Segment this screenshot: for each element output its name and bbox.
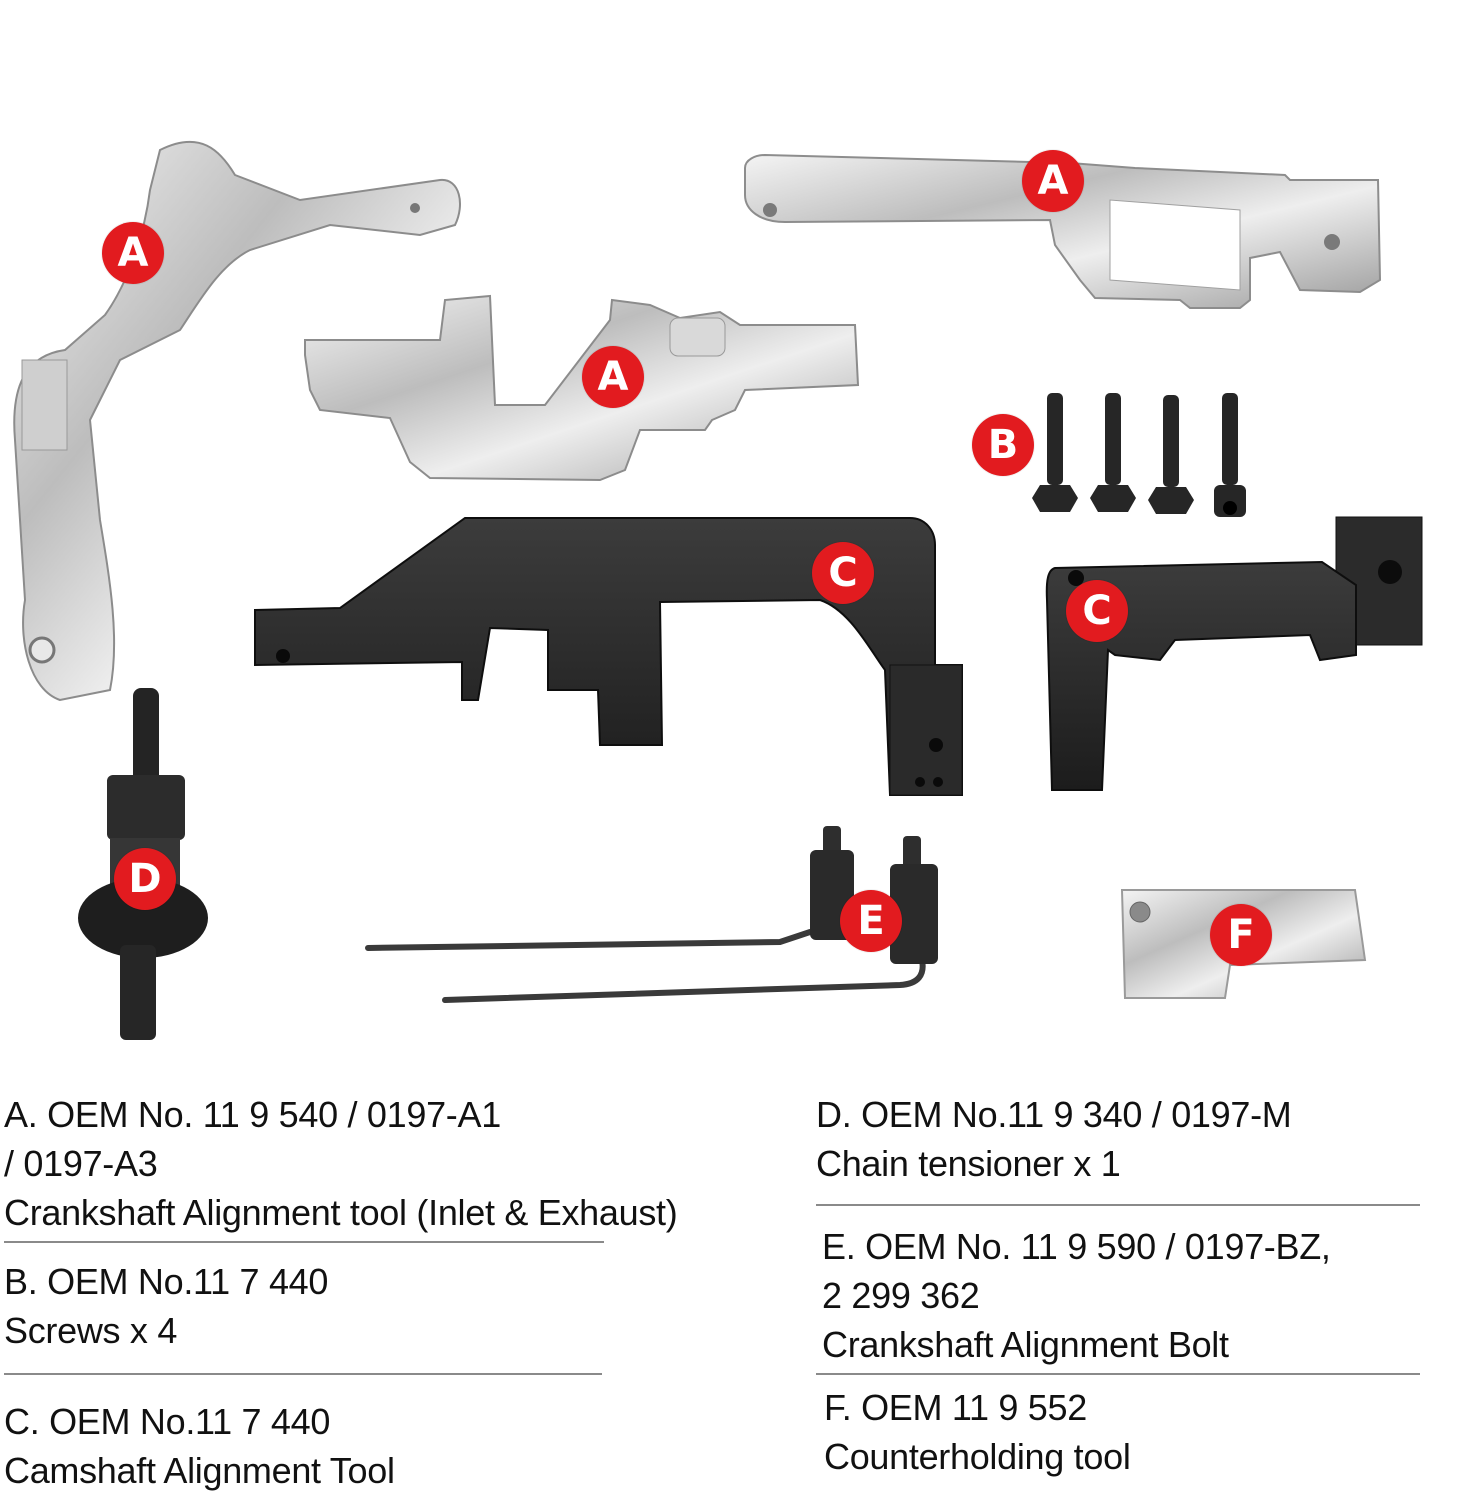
legend-entry-e: E. OEM No. 11 9 590 / 0197-BZ, 2 299 362… [816,1222,1446,1369]
legend-d-oem: D. OEM No.11 9 340 / 0197-M [816,1094,1292,1135]
screws-set [1032,393,1246,517]
divider [816,1204,1420,1206]
large-black-camshaft-bracket [254,517,963,796]
legend-e-oem-cont: 2 299 362 [822,1275,980,1316]
small-black-camshaft-bracket [1045,516,1423,791]
chain-tensioner [78,688,208,1040]
legend-d-desc: Chain tensioner x 1 [816,1143,1121,1184]
crankshaft-alignment-pins [365,826,938,1003]
divider [816,1373,1420,1375]
legend-entry-b: B. OEM No.11 7 440 Screws x 4 [4,1257,804,1355]
legend-entry-c: C. OEM No.11 7 440 Camshaft Alignment To… [4,1397,804,1495]
legend-a-desc: Crankshaft Alignment tool (Inlet & Exhau… [4,1192,678,1233]
u-shaped-silver-tool [304,294,860,482]
legend-entry-d: D. OEM No.11 9 340 / 0197-M Chain tensio… [816,1090,1446,1188]
legend-c-oem: C. OEM No.11 7 440 [4,1401,331,1442]
legend-f-desc: Counterholding tool [824,1436,1131,1477]
legend-entry-f: F. OEM 11 9 552 Counterholding tool [816,1383,1446,1481]
long-silver-bar-tool [744,153,1382,309]
legend-entry-a: A. OEM No. 11 9 540 / 0197-A1 / 0197-A3 … [4,1090,804,1237]
part-label-c-badge: C [812,542,874,604]
part-label-d-badge: D [114,848,176,910]
legend-b-desc: Screws x 4 [4,1310,178,1351]
part-label-a-badge: A [1022,150,1084,212]
part-label-c-badge: C [1066,580,1128,642]
legend-right-column: D. OEM No.11 9 340 / 0197-M Chain tensio… [816,1090,1446,1481]
legend-a-oem: A. OEM No. 11 9 540 / 0197-A1 [4,1094,501,1135]
part-label-b-badge: B [972,414,1034,476]
part-label-a-badge: A [582,346,644,408]
part-label-e-badge: E [840,890,902,952]
part-label-f-badge: F [1210,904,1272,966]
divider [4,1241,604,1243]
legend-left-column: A. OEM No. 11 9 540 / 0197-A1 / 0197-A3 … [4,1090,804,1495]
legend-e-desc: Crankshaft Alignment Bolt [822,1324,1229,1365]
legend-c-desc: Camshaft Alignment Tool [4,1450,395,1491]
product-photo: A A A B C C D E F [13,140,1423,1040]
legend-f-oem: F. OEM 11 9 552 [824,1387,1087,1428]
part-label-a-badge: A [102,222,164,284]
legend-a-oem-cont: / 0197-A3 [4,1143,158,1184]
legend-b-oem: B. OEM No.11 7 440 [4,1261,329,1302]
parts-legend: A. OEM No. 11 9 540 / 0197-A1 / 0197-A3 … [0,1090,1458,1500]
tools-illustration [13,140,1423,1040]
legend-e-oem: E. OEM No. 11 9 590 / 0197-BZ, [822,1226,1331,1267]
divider [4,1373,602,1375]
